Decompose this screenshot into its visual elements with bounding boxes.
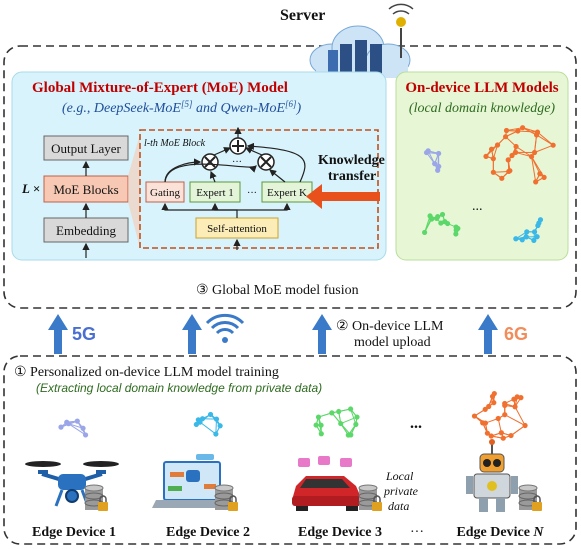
- network-purple-icon: [423, 148, 442, 173]
- network-orange-icon: [483, 125, 556, 185]
- ondevice-models-subtitle: (local domain knowledge): [409, 101, 556, 116]
- robot-icon: [466, 439, 518, 512]
- global-moe-subtitle: (e.g., DeepSeek-MoE[5] and Qwen-MoE[6]): [62, 99, 302, 116]
- multiply-ellipsis: ···: [232, 157, 242, 168]
- network-5g-label: 5G: [72, 324, 96, 344]
- network-green-icon: [422, 211, 461, 237]
- local-private-data-line3: data: [388, 499, 409, 513]
- device-1-network-icon: [58, 418, 89, 438]
- edge-region: [3, 355, 577, 545]
- moe-block-detail: [139, 129, 379, 249]
- self-attention-label: Self-attention: [207, 223, 267, 235]
- uplink-arrow-1: [48, 314, 68, 354]
- edge-device-1-label: Edge Device 1: [32, 525, 116, 540]
- database-lock-icon: [214, 484, 238, 511]
- edge-device-2-label: Edge Device 2: [166, 525, 250, 540]
- local-private-data-line2: private: [383, 484, 419, 498]
- output-layer-label: Output Layer: [51, 141, 121, 156]
- knowledge-transfer-line2: transfer: [328, 169, 376, 184]
- edge-device-n-label: Edge Device N: [456, 525, 544, 540]
- uplink-arrow-3: [312, 314, 332, 354]
- knowledge-transfer-arrow: [306, 184, 380, 209]
- network-6g-label: 6G: [504, 324, 528, 344]
- laptop-icon: [152, 454, 232, 508]
- ondevice-models-ellipsis: ...: [472, 199, 483, 214]
- device-3-network-icon: [313, 406, 360, 438]
- expert-1-label: Expert 1: [196, 187, 234, 199]
- expert-k-label: Expert K: [267, 187, 307, 199]
- database-lock-icon: [358, 484, 382, 511]
- upload-label-line2: model upload: [354, 335, 431, 350]
- wifi-icon: [205, 313, 245, 343]
- moe-block-title: l-th MoE Block: [144, 138, 206, 149]
- moe-blocks-box: [43, 175, 129, 203]
- server-label: Server: [280, 7, 325, 24]
- global-moe-panel: [11, 71, 387, 261]
- edge-devices-ellipsis: ···: [410, 525, 424, 540]
- embedding-label: Embedding: [56, 223, 116, 238]
- database-lock-icon: [84, 484, 108, 511]
- gating-label: Gating: [150, 187, 180, 199]
- local-private-data-line1: Local: [385, 469, 414, 483]
- server-region: [3, 45, 577, 309]
- knowledge-transfer-line1: Knowledge: [318, 153, 385, 168]
- devices-top-dots: ...: [410, 415, 422, 432]
- uplink-arrow-2: [182, 314, 202, 354]
- ondevice-models-title: On-device LLM Models: [405, 80, 558, 96]
- training-subtitle: (Extracting local domain knowledge from …: [36, 381, 322, 395]
- device-2-network-icon: [193, 411, 223, 437]
- embedding-box: [43, 217, 129, 243]
- output-layer-box: [43, 135, 129, 161]
- uplink-arrow-4: [478, 314, 498, 354]
- device-n-network-icon: [471, 390, 528, 441]
- training-title: ① Personalized on-device LLM model train…: [14, 365, 279, 380]
- network-cyan-icon: [513, 217, 544, 243]
- experts-ellipsis: ···: [247, 188, 257, 199]
- car-icon: [292, 456, 362, 511]
- upload-label-line1: ② On-device LLM: [336, 319, 444, 334]
- server-cloud-icon: [309, 3, 414, 78]
- layer-multiplier: L ×: [21, 181, 40, 196]
- database-lock-icon: [518, 484, 542, 511]
- multiply-node-1: [201, 153, 219, 171]
- moe-blocks-label: MoE Blocks: [53, 182, 118, 197]
- add-node: [229, 137, 247, 155]
- multiply-node-k: [257, 153, 275, 171]
- drone-icon: [25, 461, 119, 507]
- global-moe-title: Global Mixture-of-Expert (MoE) Model: [32, 80, 288, 96]
- fusion-label: ③ Global MoE model fusion: [196, 283, 359, 298]
- edge-device-3-label: Edge Device 3: [298, 525, 382, 540]
- ondevice-models-panel: [395, 71, 569, 261]
